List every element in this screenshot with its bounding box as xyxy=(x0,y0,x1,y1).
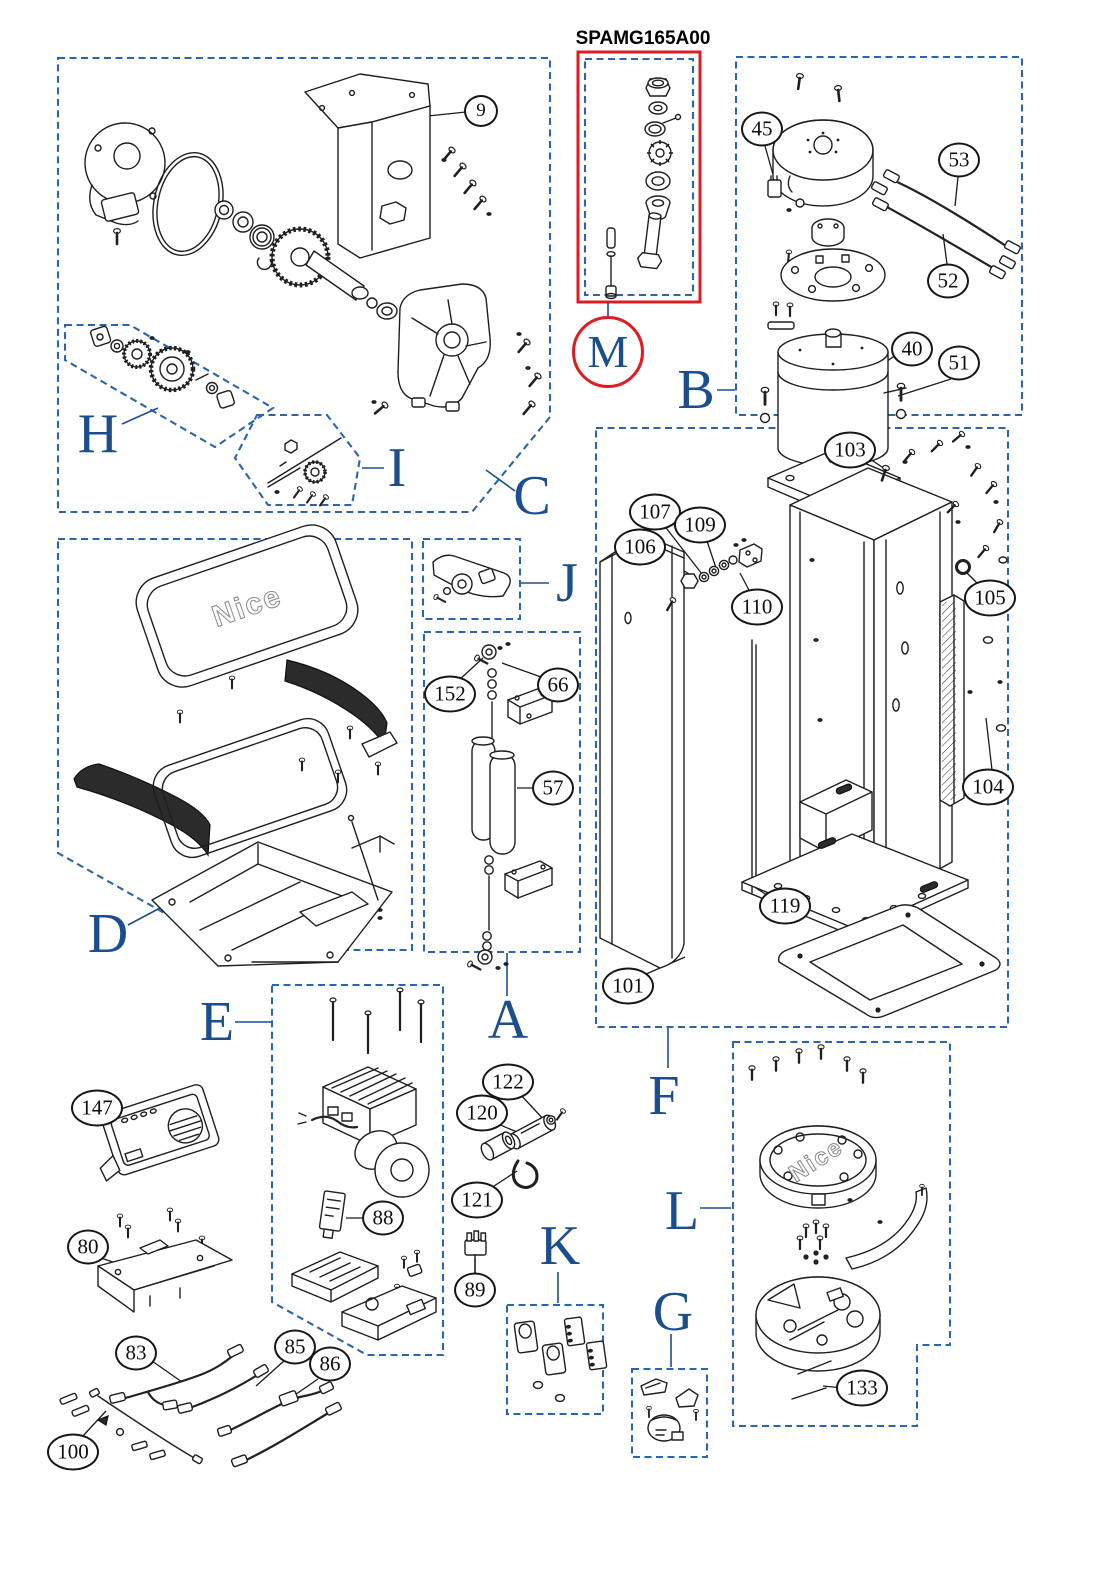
callout-89: 89 xyxy=(454,1272,496,1308)
section-letter-M: M xyxy=(572,316,644,388)
pivot-kit-art xyxy=(605,77,682,300)
box-C xyxy=(56,56,552,514)
part-number-title: SPAMG165A00 xyxy=(575,28,711,49)
section-letter-F: F xyxy=(648,1065,680,1127)
callout-88: 88 xyxy=(362,1200,404,1236)
callout-80: 80 xyxy=(67,1229,109,1265)
box-I xyxy=(233,413,362,507)
box-M-highlight xyxy=(576,50,702,304)
section-letter-H: H xyxy=(77,403,119,465)
limit-switch-art xyxy=(640,1378,700,1442)
box-A xyxy=(422,630,582,954)
cover-exploded-art: Nice xyxy=(73,524,398,967)
box-L xyxy=(731,1040,952,1428)
callout-83: 83 xyxy=(115,1335,157,1371)
box-M xyxy=(583,57,695,297)
section-letter-K: K xyxy=(539,1215,581,1277)
callout-101: 101 xyxy=(602,967,654,1005)
callout-110: 110 xyxy=(731,588,783,626)
callout-9: 9 xyxy=(464,95,498,127)
box-E xyxy=(270,983,445,1357)
box-H xyxy=(63,323,275,449)
section-letter-D: D xyxy=(87,903,129,965)
section-letter-C: C xyxy=(513,465,551,527)
callout-40: 40 xyxy=(891,331,933,367)
section-letter-A: A xyxy=(487,989,529,1051)
gear-cluster-art xyxy=(89,325,236,409)
callout-51: 51 xyxy=(938,345,980,381)
callout-100: 100 xyxy=(47,1433,99,1471)
section-leader-lines xyxy=(121,302,735,1367)
callout-103: 103 xyxy=(824,431,876,469)
cabinet-exploded-art xyxy=(599,429,1008,1019)
callout-122: 122 xyxy=(482,1063,534,1101)
callout-66: 66 xyxy=(537,667,579,703)
section-letter-J: J xyxy=(556,552,578,614)
round-cover-art: Nice xyxy=(747,1043,928,1400)
callout-57: 57 xyxy=(532,770,574,806)
cable-harness-art xyxy=(59,1343,342,1468)
section-letter-L: L xyxy=(664,1180,700,1242)
callout-133: 133 xyxy=(836,1369,888,1407)
callout-104: 104 xyxy=(962,768,1014,806)
section-letter-I: I xyxy=(387,437,407,499)
callout-52: 52 xyxy=(927,263,969,299)
electronics-exploded-art xyxy=(291,986,437,1341)
callout-105: 105 xyxy=(964,579,1016,617)
box-G xyxy=(630,1367,709,1459)
lock-release-art xyxy=(464,1106,568,1275)
callout-86: 86 xyxy=(309,1346,351,1382)
callout-106: 106 xyxy=(614,528,666,566)
gearbox-exploded-art xyxy=(84,73,544,418)
section-letter-E: E xyxy=(199,991,235,1053)
control-unit-art xyxy=(97,1084,233,1313)
callout-53: 53 xyxy=(938,142,980,178)
pads-kit-art xyxy=(513,1316,608,1403)
section-letter-B: B xyxy=(677,359,715,421)
callout-147: 147 xyxy=(71,1089,123,1127)
box-J xyxy=(421,537,522,621)
callout-121: 121 xyxy=(451,1181,503,1219)
callout-120: 120 xyxy=(456,1094,508,1132)
spring-assembly-art xyxy=(465,642,553,974)
callout-109: 109 xyxy=(674,506,726,544)
lever-art xyxy=(431,554,511,606)
pinion-shaft-art xyxy=(267,437,342,509)
callout-45: 45 xyxy=(741,111,783,147)
section-letter-G: G xyxy=(652,1281,694,1343)
callout-152: 152 xyxy=(424,675,476,713)
callout-119: 119 xyxy=(759,887,811,925)
